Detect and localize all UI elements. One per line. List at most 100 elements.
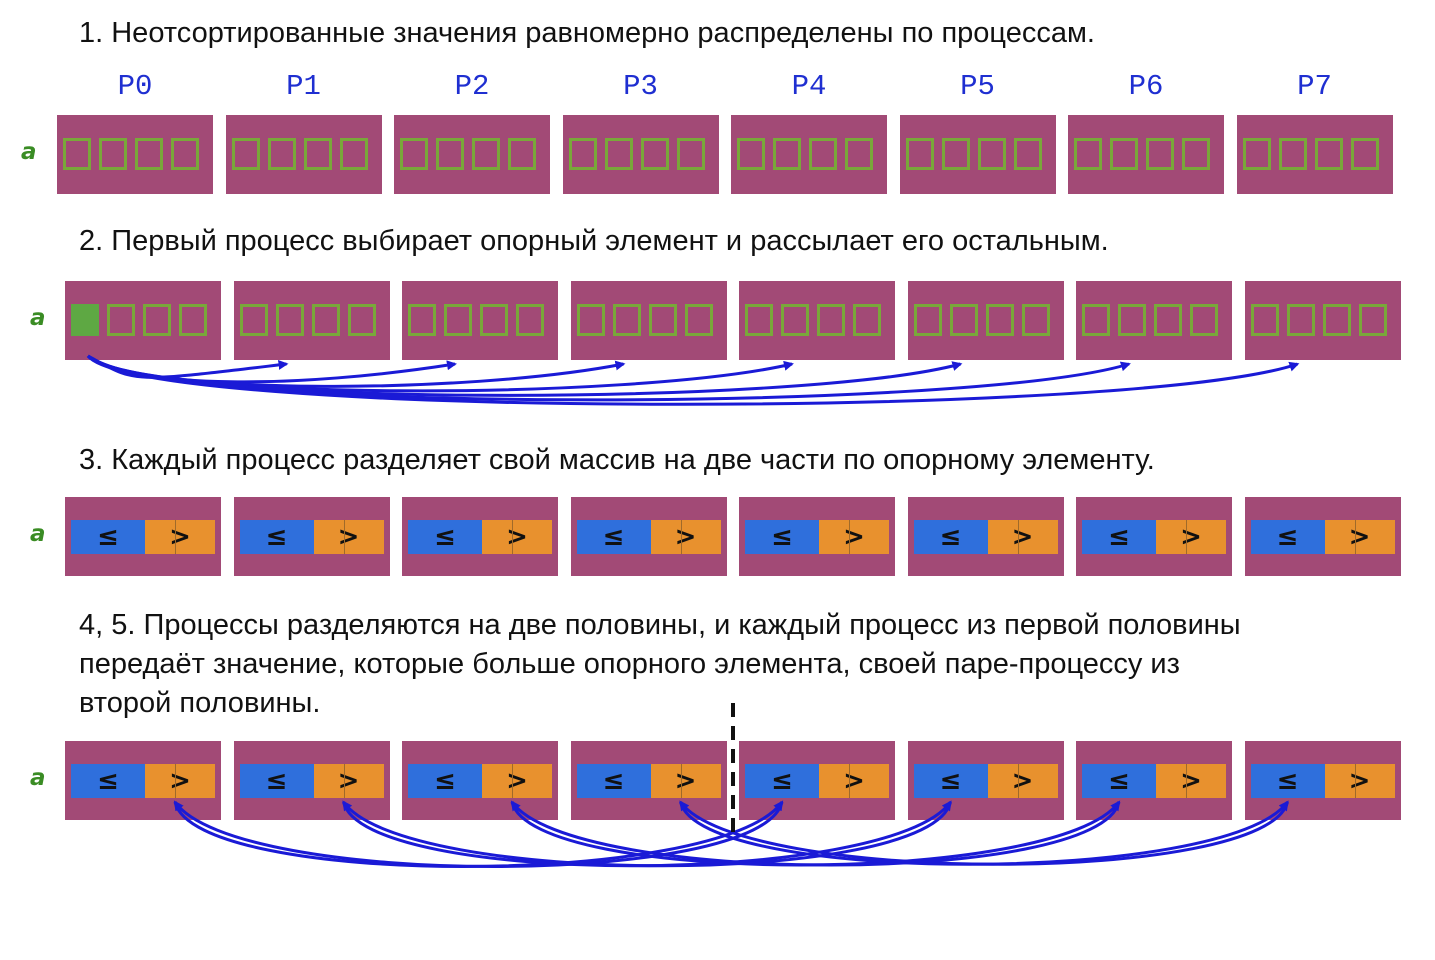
pivot-cell	[71, 304, 99, 336]
less-equal-part: ≤	[913, 764, 988, 798]
process-block-p2: ≤>	[402, 497, 558, 576]
array-cell	[1021, 304, 1050, 336]
caption-step-1: 1. Неотсортированные значения равномерно…	[79, 17, 1095, 49]
process-block-p7: ≤>	[1244, 497, 1401, 576]
process-block-p2: ≤>	[402, 741, 558, 820]
array-cell	[99, 138, 127, 170]
less-equal-part: ≤	[1250, 764, 1325, 798]
process-label-p6: P6	[1128, 70, 1164, 103]
process-block-p4: ≤>	[739, 497, 895, 576]
process-block-p1	[225, 115, 382, 194]
process-block-p4	[739, 281, 895, 360]
broadcast-arrow-to-p7	[86, 355, 1300, 406]
less-equal-part: ≤	[71, 520, 145, 554]
greater-part: >	[482, 764, 552, 798]
array-cell	[1322, 304, 1351, 336]
process-block-p6	[1068, 115, 1224, 194]
array-cell	[239, 304, 268, 336]
greater-part: >	[482, 520, 552, 554]
process-block-p2	[394, 115, 550, 194]
process-block-p1: ≤>	[233, 741, 390, 820]
array-label: a	[30, 305, 46, 331]
process-label-p0: P0	[117, 70, 153, 103]
process-block-p4	[731, 115, 887, 194]
greater-part: >	[313, 520, 384, 554]
array-cell	[913, 304, 942, 336]
less-equal-part: ≤	[576, 520, 651, 554]
less-equal-part: ≤	[71, 764, 145, 798]
process-block-p5: ≤>	[907, 497, 1064, 576]
greater-part: >	[313, 764, 384, 798]
array-cell	[508, 138, 536, 170]
greater-part: >	[145, 764, 215, 798]
array-cell	[303, 138, 332, 170]
process-block-p1: ≤>	[233, 497, 390, 576]
greater-part: >	[819, 764, 889, 798]
process-block-p3	[562, 115, 719, 194]
array-cell	[1278, 138, 1307, 170]
array-label: a	[30, 521, 46, 547]
array-cell	[1286, 304, 1315, 336]
process-block-p2	[402, 281, 558, 360]
process-block-p1	[233, 281, 390, 360]
array-cell	[400, 138, 428, 170]
array-cell	[63, 138, 91, 170]
array-cell	[1242, 138, 1271, 170]
array-cell	[1013, 138, 1042, 170]
process-block-p3: ≤>	[570, 741, 727, 820]
process-block-p5: ≤>	[907, 741, 1064, 820]
process-block-p6: ≤>	[1076, 497, 1232, 576]
greater-part: >	[650, 520, 721, 554]
process-label-p1: P1	[286, 70, 321, 103]
process-block-p7	[1244, 281, 1401, 360]
process-block-p0	[65, 281, 221, 360]
array-cell	[604, 138, 633, 170]
array-cell	[676, 138, 705, 170]
less-equal-part: ≤	[745, 764, 819, 798]
array-cell	[135, 138, 163, 170]
array-cell	[408, 304, 436, 336]
array-cell	[1154, 304, 1182, 336]
caption-step-3: 3. Каждый процесс разделяет свой массив …	[79, 444, 1155, 476]
process-block-p0	[57, 115, 213, 194]
greater-part: >	[650, 764, 721, 798]
array-cell	[1074, 138, 1102, 170]
process-label-p5: P5	[960, 70, 995, 103]
less-equal-part: ≤	[239, 520, 314, 554]
array-cell	[640, 138, 669, 170]
process-block-p6: ≤>	[1076, 741, 1232, 820]
broadcast-arrow-to-p3	[87, 354, 626, 388]
array-cell	[941, 138, 970, 170]
array-cell	[1146, 138, 1174, 170]
array-cell	[1190, 304, 1218, 336]
broadcast-arrow-to-p5	[86, 354, 963, 397]
array-cell	[347, 304, 376, 336]
process-block-p3	[570, 281, 727, 360]
array-cell	[985, 304, 1014, 336]
broadcast-arrow-to-p4	[87, 354, 794, 393]
array-cell	[1350, 138, 1379, 170]
greater-part: >	[1156, 764, 1226, 798]
array-cell	[311, 304, 340, 336]
array-cell	[905, 138, 934, 170]
array-cell	[339, 138, 368, 170]
broadcast-arrow-to-p6	[86, 354, 1131, 402]
process-label-p7: P7	[1297, 70, 1332, 103]
process-block-p6	[1076, 281, 1232, 360]
array-cell	[568, 138, 597, 170]
less-equal-part: ≤	[745, 520, 819, 554]
less-equal-part: ≤	[913, 520, 988, 554]
array-cell	[179, 304, 207, 336]
array-label: a	[30, 765, 46, 791]
array-cell	[1082, 304, 1110, 336]
array-cell	[275, 304, 304, 336]
array-cell	[436, 138, 464, 170]
array-cell	[480, 304, 508, 336]
greater-part: >	[1324, 764, 1395, 798]
array-cell	[949, 304, 978, 336]
array-cell	[1250, 304, 1279, 336]
process-block-p5	[907, 281, 1064, 360]
process-label-p4: P4	[791, 70, 827, 103]
array-cell	[773, 138, 801, 170]
process-block-p3: ≤>	[570, 497, 727, 576]
